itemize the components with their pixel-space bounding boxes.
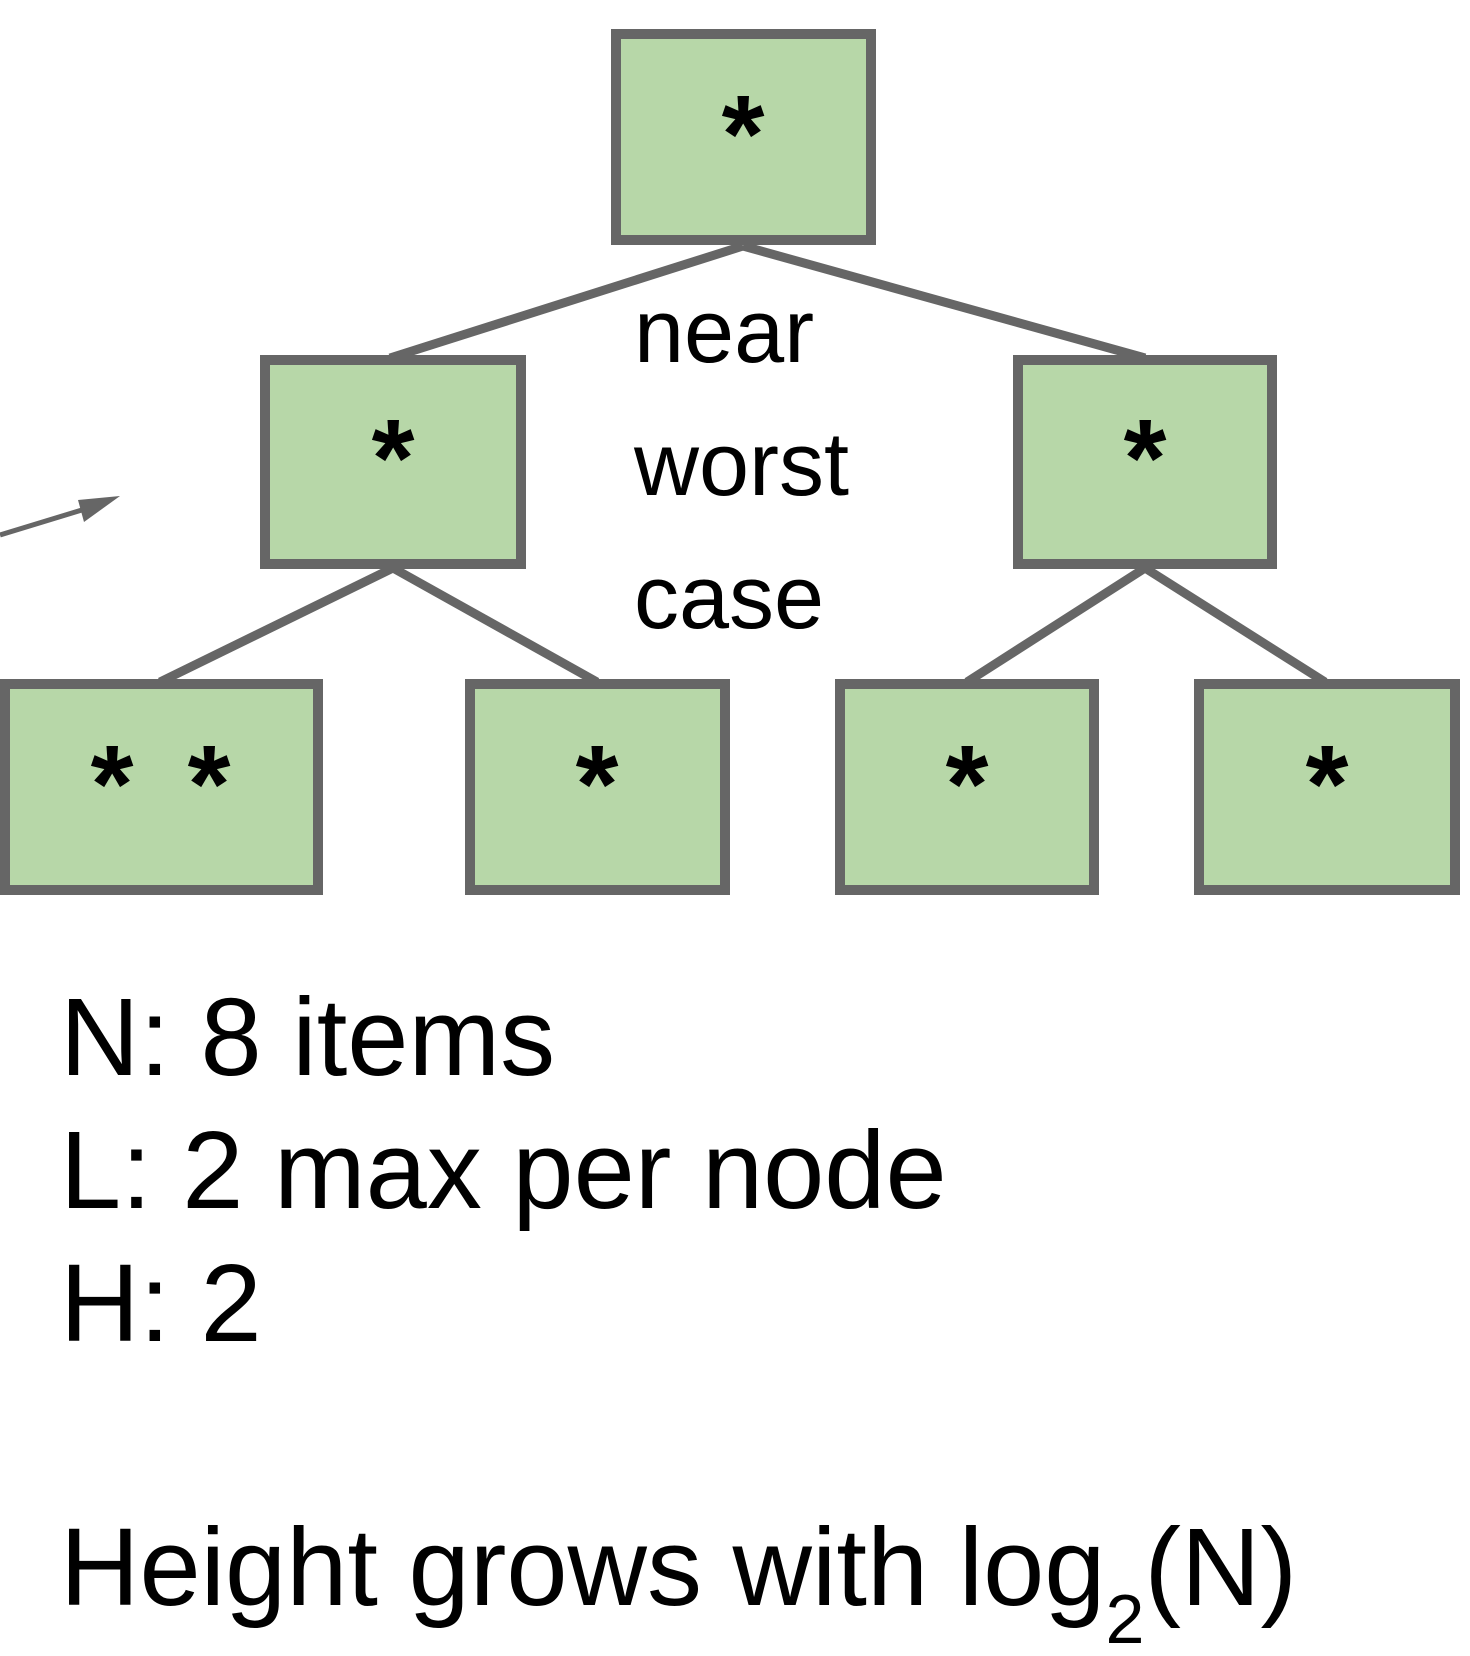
tree-edges [158,241,1328,687]
note-line-1: near [634,282,814,382]
node-box [1013,355,1277,569]
node-item: * [722,73,765,196]
node-box [260,355,526,569]
node-item: * [188,723,231,846]
edge-left-left-left [158,563,395,687]
node-item: * [576,723,619,846]
tree-node-right: * [1013,355,1277,569]
tree-node-left-left: * * [0,679,323,895]
conclusion-suffix: (N) [1144,1506,1297,1629]
node-box [611,29,876,245]
node-box [1194,679,1460,895]
tree-node-root: * [611,29,876,245]
stat-l: L: 2 max per node [60,1109,947,1232]
node-box [0,679,323,895]
tree-stats: N: 8 items L: 2 max per node H: 2 [60,976,947,1365]
note-line-3: case [634,548,824,648]
tree-node-left: * [260,355,526,569]
node-item: * [1124,397,1167,520]
node-box [835,679,1099,895]
node-item: * [91,723,134,846]
conclusion-prefix: Height grows with log [60,1506,1105,1629]
note-line-2: worst [633,415,849,515]
node-item: * [1306,723,1349,846]
tree-node-right-right: * [1194,679,1460,895]
tree-node-left-right: * [465,679,730,895]
stat-h: H: 2 [60,1242,262,1365]
arrow-head-icon [78,496,120,522]
tree-node-right-left: * [835,679,1099,895]
height-conclusion: Height grows with log2(N) [60,1506,1297,1656]
near-worst-case-note: near worst case [633,282,849,648]
conclusion-subscript: 2 [1105,1580,1144,1656]
node-box [465,679,730,895]
edge-right-right-right [1142,564,1328,686]
edge-right-right-left [964,564,1148,686]
arrow-shaft [0,503,96,538]
edge-root-right [741,241,1147,363]
edge-left-left-right [390,564,600,686]
node-item: * [946,723,989,846]
incoming-arrow [0,496,120,538]
node-item: * [372,397,415,520]
edge-root-left [388,241,745,363]
stat-n: N: 8 items [60,976,555,1099]
